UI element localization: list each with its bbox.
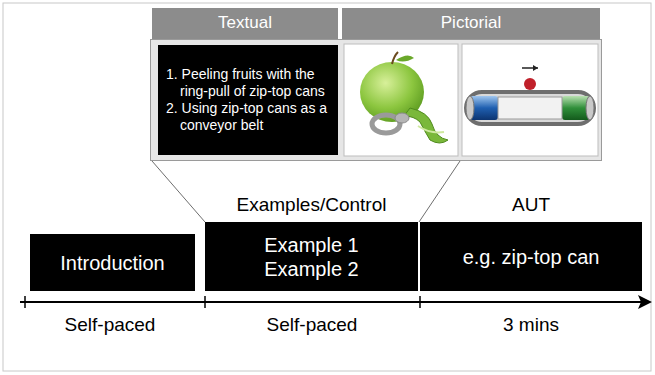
conveyor-picture: [462, 44, 598, 156]
list-item: 1. Peeling fruits with the ring-pull of …: [166, 66, 332, 100]
box-content: Pictorial: [342, 8, 600, 39]
box-content: Example 1Example 2: [205, 222, 418, 291]
box-text: Introduction: [60, 251, 165, 275]
list-item: 2. Using zip-top cans as a conveyor belt: [166, 100, 332, 134]
box-content: Introduction: [30, 234, 195, 291]
header-box: Pictorial: [342, 8, 600, 39]
apple-picture: [344, 44, 458, 156]
phase-box: Introduction: [30, 234, 195, 291]
duration-label: Self-paced: [267, 314, 358, 336]
timeline-axis: [20, 295, 652, 309]
box-content: Textual: [152, 8, 338, 39]
header-box: Textual: [152, 8, 338, 39]
duration-label: Self-paced: [65, 314, 156, 336]
bracket-line: [152, 161, 205, 222]
box-content: e.g. zip-top can: [420, 222, 642, 291]
box-content: 1. Peeling fruits with the ring-pull of …: [158, 45, 338, 155]
text-example-box: 1. Peeling fruits with the ring-pull of …: [158, 45, 338, 155]
phase-box: e.g. zip-top canAUT: [420, 222, 642, 291]
duration-label: 3 mins: [503, 314, 559, 336]
bracket-line: [419, 161, 460, 222]
phase-heading: Examples/Control: [185, 193, 438, 217]
box-text: Pictorial: [441, 13, 501, 33]
box-text: Example 1: [264, 233, 359, 257]
phase-heading: AUT: [400, 193, 655, 217]
phase-box: Example 1Example 2Examples/Control: [205, 222, 418, 291]
example-panel: [151, 40, 602, 161]
outer-frame: [3, 3, 651, 371]
box-text: e.g. zip-top can: [463, 245, 600, 269]
box-text: Textual: [218, 13, 272, 33]
box-text: Example 2: [264, 257, 359, 281]
